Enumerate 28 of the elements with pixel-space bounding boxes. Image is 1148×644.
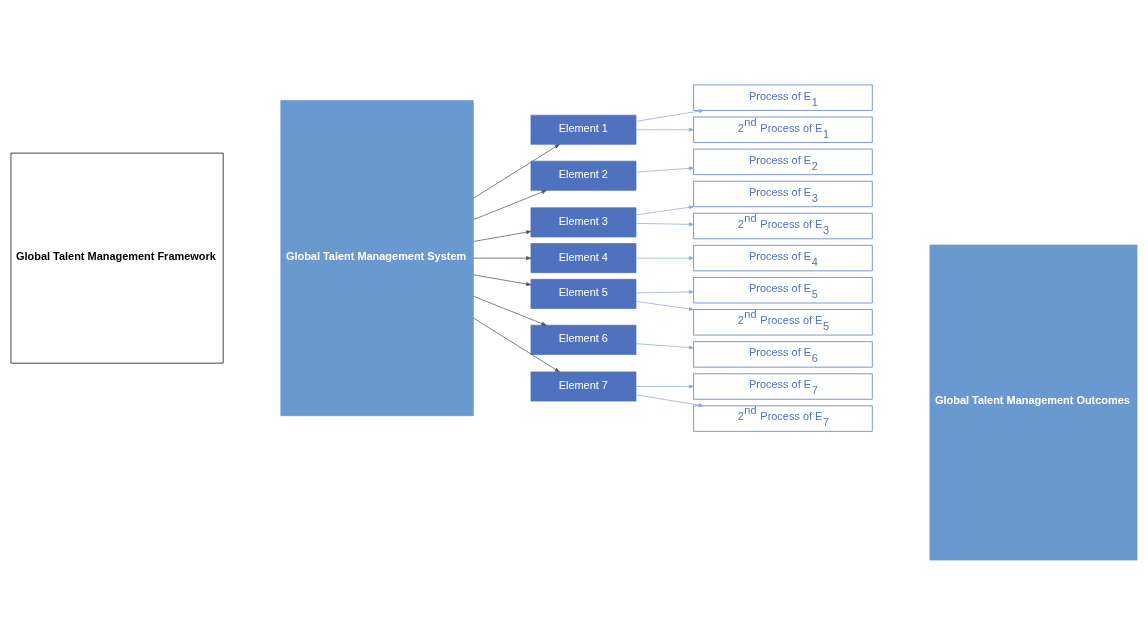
arrow [635, 108, 704, 122]
arrow [473, 143, 560, 199]
arrow [473, 189, 547, 220]
arrow [635, 221, 694, 226]
arrow [635, 127, 694, 132]
arrow [635, 165, 694, 172]
arrow [635, 204, 694, 215]
arrow [635, 300, 694, 311]
node-box: Element 7 [530, 371, 637, 401]
node-box: Element 1 [530, 114, 637, 145]
arrow [635, 384, 694, 388]
arrow [635, 289, 694, 294]
node-box: Global Talent Management Outcomes [929, 244, 1138, 560]
node-box: Element 3 [530, 206, 637, 237]
arrow [473, 317, 560, 372]
arrow [635, 255, 694, 260]
arrow [473, 255, 532, 260]
arrow [473, 273, 532, 286]
node-box: Element 2 [530, 160, 637, 191]
node-box: Element 5 [530, 278, 637, 309]
arrow [473, 295, 547, 326]
node-box: Global Talent Management System [280, 99, 474, 416]
node-box: Global Talent Management Framework [10, 152, 224, 364]
arrow [473, 229, 532, 242]
arrow [635, 394, 704, 407]
arrow [635, 342, 694, 349]
node-box: Element 6 [530, 324, 637, 355]
node-box: Element 4 [530, 242, 637, 273]
